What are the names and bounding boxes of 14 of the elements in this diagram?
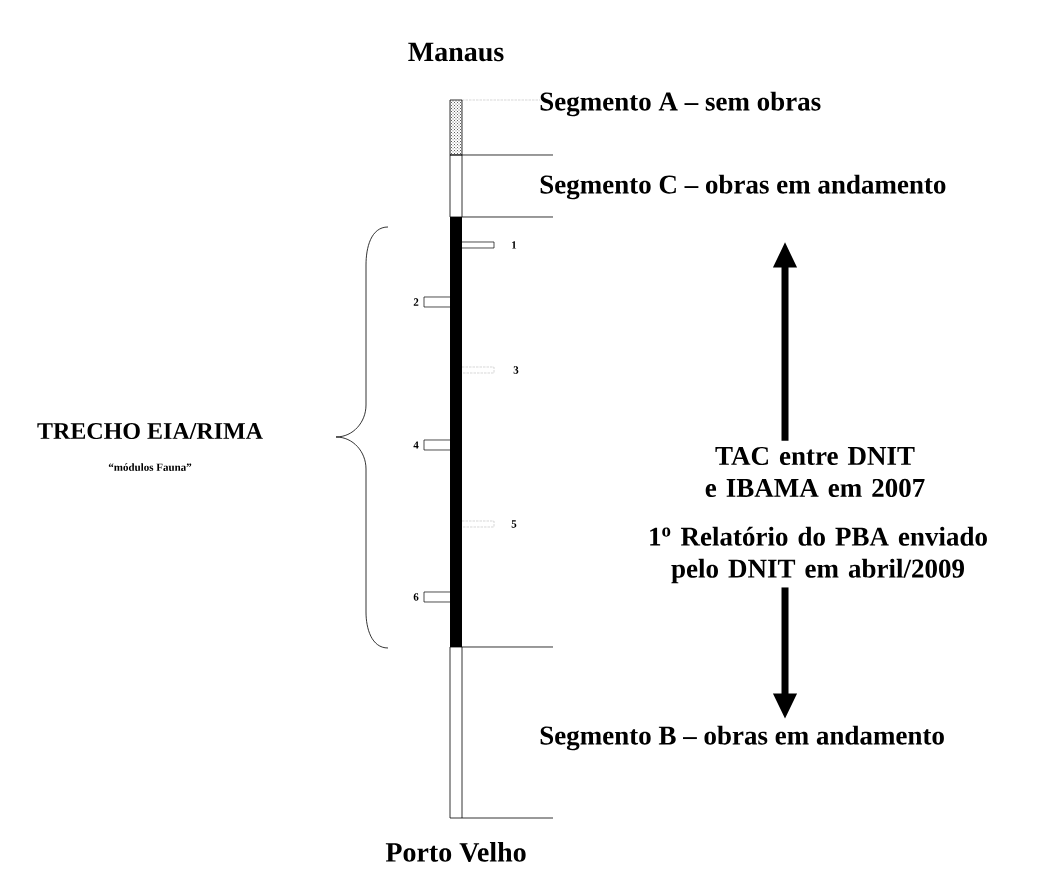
note-text: 1$^{o}$ Relatório do PBA enviado pelo DNIT em abril/2009 xyxy=(650,526,987,584)
callout-number: 5 xyxy=(511,520,517,528)
section-label: TRECHO EIA/RIMA “módulos Fauna” xyxy=(37,423,263,471)
callout-number: 2 xyxy=(413,298,419,306)
callout-number: 6 xyxy=(413,593,419,601)
callout-number: 4 xyxy=(413,441,419,449)
place-label: Porto Velho xyxy=(385,842,526,862)
segment-label: Segmento A – sem obras xyxy=(540,91,821,117)
segment-label: Segmento C – obras em andamento xyxy=(540,174,946,200)
note-text: TAC entre DNIT e IBAMA em 2007 xyxy=(705,446,925,498)
callout-number: 1 xyxy=(512,241,517,249)
segment-label: Segmento B – obras em andamento xyxy=(540,725,944,751)
place-label: Manaus xyxy=(408,42,504,62)
callout-number: 3 xyxy=(513,366,519,374)
